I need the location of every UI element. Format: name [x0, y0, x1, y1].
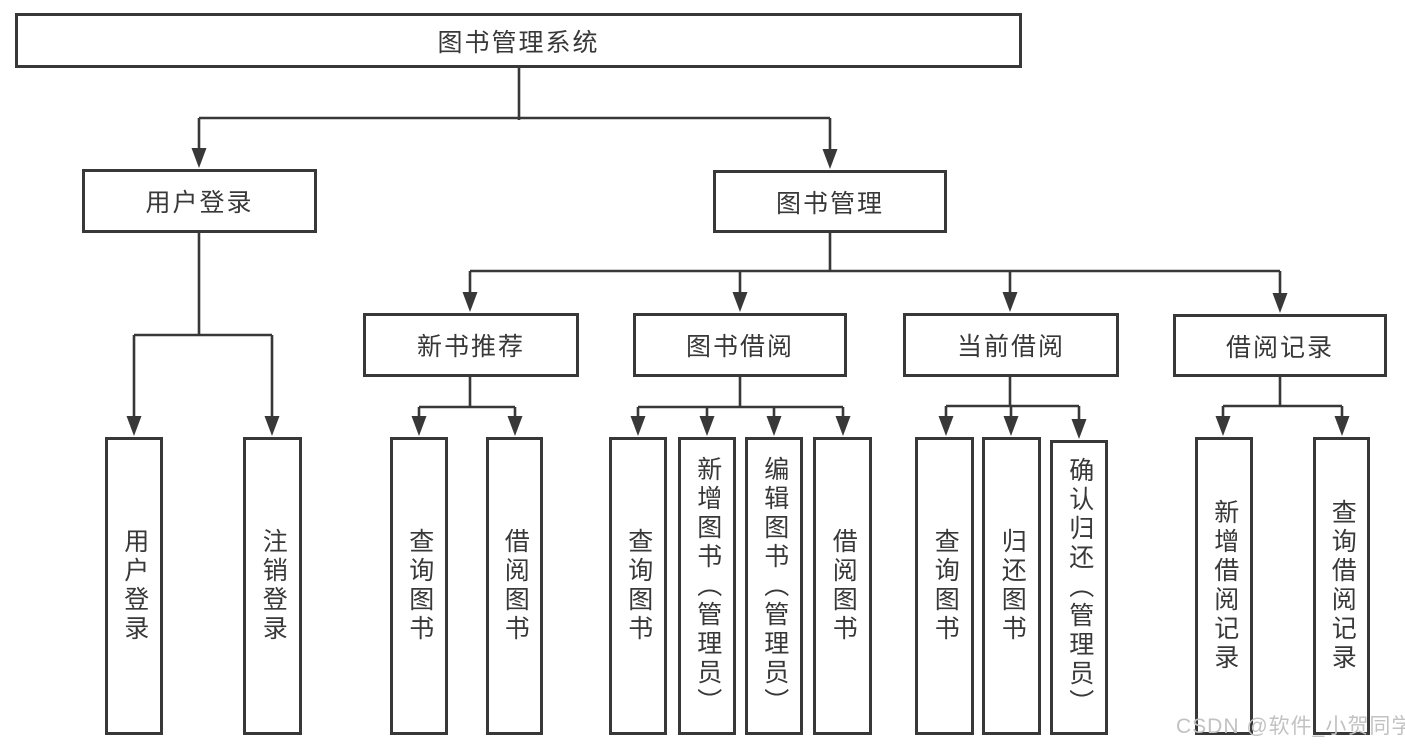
arrow-icon — [835, 416, 851, 436]
node-logout: 注销登录 — [243, 437, 302, 735]
node-label: 编辑图书（管理员） — [760, 455, 789, 717]
arrow-icon — [822, 149, 838, 169]
node-cb-confirm-return-admin: 确认归还（管理员） — [1050, 440, 1108, 735]
node-label: 新增图书（管理员） — [693, 455, 722, 717]
node-bb-query-books: 查询图书 — [609, 437, 667, 735]
node-br-add-record: 新增借阅记录 — [1195, 437, 1253, 735]
arrow-icon — [699, 416, 715, 436]
connector-book-borrow-split — [636, 375, 845, 420]
arrow-icon — [411, 416, 427, 436]
node-label: 归还图书 — [998, 528, 1027, 644]
node-label: 查询图书 — [624, 528, 653, 644]
node-label: 注销登录 — [259, 528, 288, 644]
connector-user-login-split — [132, 231, 274, 420]
arrow-icon — [1071, 419, 1087, 439]
arrowheads — [126, 148, 1350, 439]
node-label: 新增借阅记录 — [1210, 499, 1239, 673]
node-nbr-query-books: 查询图书 — [390, 437, 448, 735]
node-label: 查询图书 — [405, 528, 434, 644]
csdn-watermark: CSDN @软件_小贺同学 — [1176, 715, 1405, 738]
node-book-management: 图书管理 — [713, 170, 947, 233]
node-label: 查询借阅记录 — [1328, 499, 1357, 673]
connector-book-mgmt-split — [468, 231, 1282, 297]
node-root: 图书管理系统 — [15, 13, 1022, 68]
node-label: 借阅图书 — [829, 528, 858, 644]
node-new-book-recommend: 新书推荐 — [363, 313, 579, 377]
arrow-icon — [126, 416, 142, 436]
arrow-icon — [1272, 293, 1288, 313]
node-label: 查询图书 — [931, 528, 960, 644]
node-label: 借阅图书 — [501, 528, 530, 644]
arrow-icon — [1003, 416, 1019, 436]
node-user-login-leaf: 用户登录 — [105, 437, 163, 735]
node-borrow-records: 借阅记录 — [1173, 314, 1387, 377]
arrow-icon — [630, 416, 646, 436]
node-book-borrow: 图书借阅 — [633, 313, 847, 377]
node-cb-query-books: 查询图书 — [915, 437, 974, 735]
arrow-icon — [1334, 416, 1350, 436]
arrow-icon — [507, 416, 523, 436]
node-bb-add-books-admin: 新增图书（管理员） — [678, 437, 736, 735]
node-label: 确认归还（管理员） — [1065, 457, 1094, 718]
arrow-icon — [938, 416, 954, 436]
node-bb-borrow-books: 借阅图书 — [813, 437, 872, 735]
node-current-borrow: 当前借阅 — [903, 313, 1119, 377]
node-cb-return-books: 归还图书 — [982, 437, 1041, 735]
connector-new-book-split — [417, 375, 517, 420]
arrow-icon — [732, 292, 748, 312]
arrow-icon — [462, 292, 478, 312]
node-nbr-borrow-books: 借阅图书 — [486, 437, 543, 735]
node-br-query-record: 查询借阅记录 — [1313, 437, 1370, 735]
arrow-icon — [766, 416, 782, 436]
connector-current-borrow-split — [944, 375, 1081, 423]
node-user-login: 用户登录 — [82, 169, 317, 233]
node-bb-edit-books-admin: 编辑图书（管理员） — [745, 437, 803, 735]
connector-borrow-records-split — [1221, 375, 1344, 420]
arrow-icon — [1002, 292, 1018, 312]
arrow-icon — [191, 148, 207, 168]
arrow-icon — [264, 416, 280, 436]
node-label: 用户登录 — [120, 528, 149, 644]
connector-root-split — [197, 66, 832, 153]
arrow-icon — [1215, 416, 1231, 436]
